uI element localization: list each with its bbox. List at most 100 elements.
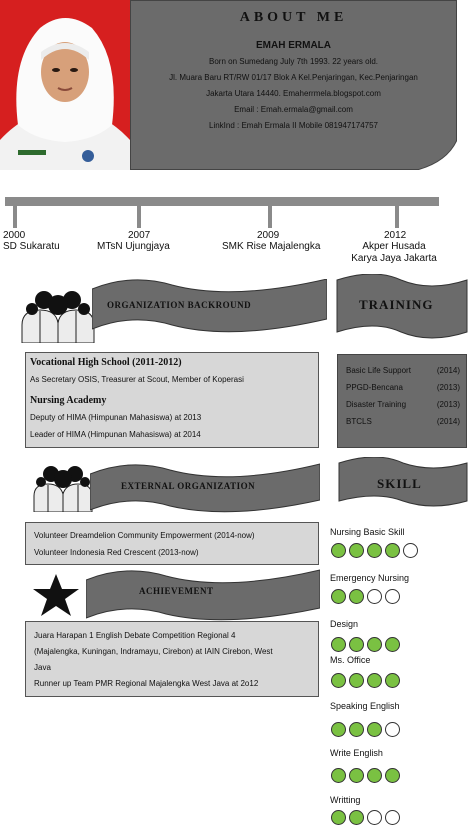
skill-dot-filled xyxy=(349,810,364,825)
training-item: Basic Life Support (2014) xyxy=(346,366,460,375)
external-box: Volunteer Dreamdelion Community Empowerm… xyxy=(25,522,319,565)
skill-dot-filled xyxy=(331,589,346,604)
organization-text-leader: Leader of HIMA (Himpunan Mahasiswa) at 2… xyxy=(30,430,201,439)
skill-dot-empty xyxy=(385,722,400,737)
skill-dot-filled xyxy=(331,637,346,652)
skill-name: Writting xyxy=(330,795,361,805)
training-item: BTCLS (2014) xyxy=(346,417,460,426)
skill-dot-filled xyxy=(367,637,382,652)
skill-dot-filled xyxy=(331,543,346,558)
skill-level xyxy=(331,589,400,604)
skill-dot-filled xyxy=(349,543,364,558)
organization-box: Vocational High School (2011-2012) As Se… xyxy=(25,352,319,448)
skill-dot-filled xyxy=(367,722,382,737)
skill-dot-filled xyxy=(349,637,364,652)
about-title: ABOUT ME xyxy=(239,10,348,25)
skill-banner xyxy=(338,457,468,507)
skill-dot-filled xyxy=(331,768,346,783)
organization-text-deputy: Deputy of HIMA (Himpunan Mahasiswa) at 2… xyxy=(30,413,202,422)
training-banner-label: TRAINING xyxy=(359,297,434,312)
training-item: PPGD-Bencana (2013) xyxy=(346,383,460,392)
skill-name: Emergency Nursing xyxy=(330,573,410,583)
star-icon xyxy=(33,574,79,616)
training-item-name: BTCLS xyxy=(346,417,372,426)
training-item-year: (2013) xyxy=(436,400,460,409)
timeline-year: 2012 xyxy=(384,230,407,241)
about-line-contact: LinkInd : Emah Ermala II Mobile 08194717… xyxy=(209,121,378,130)
skill-dot-filled xyxy=(367,768,382,783)
skill-level xyxy=(331,768,400,783)
timeline-bar xyxy=(5,197,439,206)
skill-name: Write English xyxy=(330,748,383,758)
about-line-address: Jl. Muara Baru RT/RW 01/17 Blok A Kel.Pe… xyxy=(169,73,418,82)
organization-banner xyxy=(92,279,327,333)
skill-level xyxy=(331,543,418,558)
about-line-city-blog: Jakarta Utara 14440. Emaherrmela.blogspo… xyxy=(206,89,381,98)
skill-dot-filled xyxy=(349,768,364,783)
timeline-tick xyxy=(13,206,17,228)
skill-dot-filled xyxy=(349,673,364,688)
skill-dot-filled xyxy=(385,543,400,558)
timeline-tick xyxy=(268,206,272,228)
skill-dot-filled xyxy=(385,768,400,783)
achievement-banner xyxy=(86,569,320,621)
skill-dot-filled xyxy=(331,722,346,737)
training-item-year: (2014) xyxy=(436,417,460,426)
organization-head-nursing: Nursing Academy xyxy=(30,395,107,406)
about-name: EMAH ERMALA xyxy=(256,40,331,51)
skill-dot-filled xyxy=(331,810,346,825)
people-group-icon xyxy=(21,291,95,343)
people-group-icon xyxy=(33,466,93,512)
timeline-year: 2009 xyxy=(257,230,280,241)
about-panel: ABOUT ME EMAH ERMALA Born on Sumedang Ju… xyxy=(130,0,457,170)
timeline-school: MTsN Ujungjaya xyxy=(97,241,170,252)
profile-photo xyxy=(0,0,130,170)
training-box: Basic Life Support (2014) PPGD-Bencana (… xyxy=(337,354,467,448)
achievement-text-regions: (Majalengka, Kuningan, Indramayu, Cirebo… xyxy=(34,647,273,656)
skill-dot-empty xyxy=(385,810,400,825)
timeline-year: 2007 xyxy=(128,230,151,241)
skill-name: Nursing Basic Skill xyxy=(330,527,405,537)
about-line-email: Email : Emah.ermala@gmail.com xyxy=(234,105,353,114)
organization-text-vhs: As Secretary OSIS, Treasurer at Scout, M… xyxy=(30,375,244,384)
about-line-birth: Born on Sumedang July 7th 1993. 22 years… xyxy=(209,57,378,66)
training-item-year: (2013) xyxy=(436,383,460,392)
timeline-school: Akper Husada Karya Jaya Jakarta xyxy=(351,241,437,264)
achievement-text-debate: Juara Harapan 1 English Debate Competiti… xyxy=(34,631,236,640)
timeline-year: 2000 xyxy=(3,230,26,241)
achievement-box: Juara Harapan 1 English Debate Competiti… xyxy=(25,621,319,697)
skill-dot-filled xyxy=(385,673,400,688)
skill-dot-filled xyxy=(349,589,364,604)
organization-banner-label: ORGANIZATION BACKROUND xyxy=(107,300,252,310)
skill-dot-empty xyxy=(367,810,382,825)
skill-name: Speaking English xyxy=(330,701,400,711)
achievement-text-java: Java xyxy=(34,663,51,672)
training-banner xyxy=(336,274,468,339)
skill-name: Design xyxy=(330,619,359,629)
skill-dot-filled xyxy=(349,722,364,737)
skill-level xyxy=(331,673,400,688)
page-curl-icon xyxy=(417,140,457,170)
skill-level xyxy=(331,810,400,825)
skill-dot-empty xyxy=(403,543,418,558)
achievement-banner-label: ACHIEVEMENT xyxy=(139,586,214,596)
organization-head-vhs: Vocational High School (2011-2012) xyxy=(30,357,182,368)
training-item-name: PPGD-Bencana xyxy=(346,383,403,392)
skill-dot-empty xyxy=(385,589,400,604)
skill-dot-filled xyxy=(385,637,400,652)
external-text-dreamdelion: Volunteer Dreamdelion Community Empowerm… xyxy=(34,531,255,540)
skill-level xyxy=(331,722,400,737)
external-text-red-crescent: Volunteer Indonesia Red Crescent (2013-n… xyxy=(34,548,199,557)
achievement-text-pmr: Runner up Team PMR Regional Majalengka W… xyxy=(34,679,259,688)
external-banner-label: EXTERNAL ORGANIZATION xyxy=(121,481,256,491)
skill-dot-filled xyxy=(331,673,346,688)
skill-level xyxy=(331,637,400,652)
skill-dot-filled xyxy=(367,543,382,558)
timeline-tick xyxy=(395,206,399,228)
timeline-school: SMK Rise Majalengka xyxy=(222,241,321,252)
training-item-name: Disaster Training xyxy=(346,400,407,409)
skill-name: Ms. Office xyxy=(330,655,371,665)
training-item-year: (2014) xyxy=(436,366,460,375)
training-item-name: Basic Life Support xyxy=(346,366,411,375)
training-item: Disaster Training (2013) xyxy=(346,400,460,409)
